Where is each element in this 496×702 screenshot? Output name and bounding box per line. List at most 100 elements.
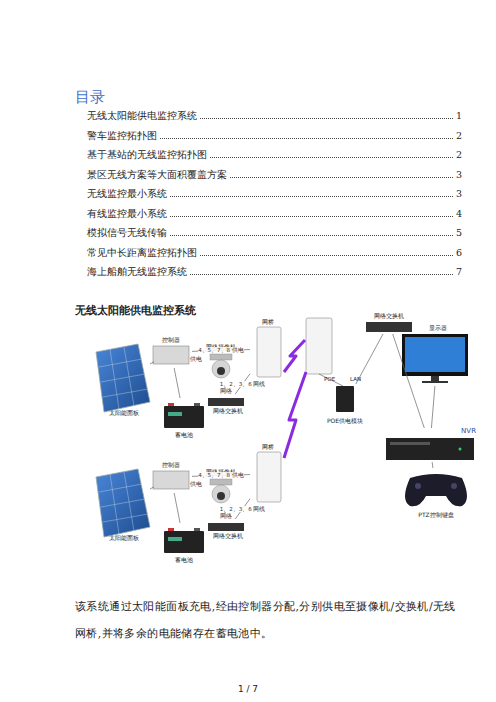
monitor-icon xyxy=(402,334,468,383)
device-label: 控制器 xyxy=(162,336,180,343)
toc-entry: 基于基站的无线监控拓扑图 xyxy=(87,149,207,161)
toc-heading: 目录 xyxy=(75,88,105,107)
toc-row: 有线监控最小系统 4 xyxy=(87,207,462,220)
device-label: 控制器 xyxy=(162,461,180,468)
toc-page-number: 5 xyxy=(456,227,462,239)
nvr-icon xyxy=(386,438,474,460)
toc-entry: 有线监控最小系统 xyxy=(87,208,167,220)
device-label: 网桥 xyxy=(262,443,274,450)
cable-label: 1、2、3、6 网线 xyxy=(220,506,266,512)
toc-entry: 无线监控最小系统 xyxy=(87,188,167,200)
toc-entry: 景区无线方案等大面积覆盖方案 xyxy=(87,169,227,181)
cable-label: 1、2、3、6 网线 xyxy=(220,381,266,387)
switch-icon xyxy=(208,523,244,531)
poe-module-icon xyxy=(336,386,354,412)
device-label: 网络交换机 xyxy=(213,407,243,414)
dot-leader xyxy=(190,274,453,275)
dot-leader xyxy=(170,196,453,197)
charge-controller: 控制器 xyxy=(150,461,192,493)
device-label: 蓄电池 xyxy=(175,431,193,438)
dot-leader xyxy=(200,118,453,119)
wireless-bridge: 网桥 xyxy=(250,318,286,380)
toc-page-number: 3 xyxy=(456,188,462,200)
toc-row: 无线太阳能供电监控系统1 xyxy=(87,109,462,122)
device-label: 网络交换机 xyxy=(374,312,404,319)
dot-leader xyxy=(200,255,453,256)
toc-entry: 警车监控拓扑图 xyxy=(87,130,157,142)
device-label: PTZ控制键盘 xyxy=(418,511,453,518)
network-switch: 网络交换机 xyxy=(206,394,250,414)
page-number: 1 / 7 xyxy=(0,684,496,694)
poe-cable xyxy=(319,374,343,386)
dot-leader xyxy=(210,157,453,158)
switch-icon xyxy=(208,398,244,406)
wireless-link xyxy=(284,372,306,458)
dot-leader xyxy=(160,138,453,139)
battery-icon xyxy=(164,528,204,553)
device-label: 网桥 xyxy=(262,318,274,325)
controller-icon xyxy=(153,471,189,489)
cable-label: 供电 xyxy=(190,356,202,362)
switch-icon xyxy=(366,322,412,332)
cable-connector xyxy=(150,362,154,364)
device-label: 太阳能面板 xyxy=(109,409,139,416)
solar-panel-icon xyxy=(96,344,150,412)
cable-label: 4、5、7、8 供电 xyxy=(198,347,244,353)
charge-controller: 控制器 xyxy=(150,336,192,368)
toc-row: 警车监控拓扑图2 xyxy=(87,129,462,142)
bridge-icon xyxy=(306,318,332,374)
toc-page-number: 3 xyxy=(456,169,462,181)
battery: 蓄电池 xyxy=(160,398,208,438)
toc-row: 常见中长距离监控拓扑图 6 xyxy=(87,246,462,259)
section-heading: 无线太阳能供电监控系统 xyxy=(75,304,196,318)
device-label: 太阳能面板 xyxy=(109,534,139,541)
toc-page-number: 2 xyxy=(456,149,462,161)
cable-label: 网络 xyxy=(220,513,232,519)
toc-row: 无线监控最小系统 3 xyxy=(87,187,462,200)
device-label: POE供电模块 xyxy=(327,417,363,424)
cable-label: 供电 xyxy=(190,481,202,487)
controller-icon xyxy=(153,346,189,364)
device-label: 显示器 xyxy=(429,324,447,331)
nvr-recorder: NVR xyxy=(384,428,476,462)
toc-row: 海上船舶无线监控系统 7 xyxy=(87,265,462,278)
solar-panel-icon xyxy=(96,469,150,537)
monitor: 显示器 xyxy=(400,324,475,386)
solar-panel: 太阳能面板 xyxy=(94,467,154,541)
toc-page-number: 6 xyxy=(456,247,462,259)
cable-connector xyxy=(174,493,180,523)
port-label: LAN xyxy=(350,376,361,382)
battery: 蓄电池 xyxy=(160,523,208,563)
dot-leader xyxy=(170,235,453,236)
bridge-icon xyxy=(257,327,281,377)
ptz-keyboard: PTZ控制键盘 xyxy=(398,468,474,518)
dot-leader xyxy=(170,216,453,217)
dot-leader xyxy=(230,177,453,178)
toc-entry: 海上船舶无线监控系统 xyxy=(87,266,187,278)
toc-page-number: 4 xyxy=(456,208,462,220)
device-label: NVR xyxy=(461,428,476,435)
toc-entry: 无线太阳能供电监控系统 xyxy=(87,110,197,122)
gamepad-icon xyxy=(405,474,467,506)
cable-label: 网络 xyxy=(220,388,232,394)
cable-connector xyxy=(432,462,434,468)
toc-entry: 常见中长距离监控拓扑图 xyxy=(87,247,197,259)
toc-row: 基于基站的无线监控拓扑图 2 xyxy=(87,148,462,161)
network-switch: 网络交换机 xyxy=(206,519,250,539)
toc-entry: 模拟信号无线传输 xyxy=(87,227,167,239)
port-label: POE xyxy=(324,376,335,382)
poe-module: POE供电模块 xyxy=(329,384,361,424)
cable-connector xyxy=(431,386,435,428)
wireless-link xyxy=(284,340,305,372)
body-paragraph: 该系统通过太阳能面板充电,经由控制器分配,分别供电至摄像机/交换机/无线网桥,并… xyxy=(75,593,460,647)
solar-panel: 太阳能面板 xyxy=(94,342,154,416)
toc-page-number: 7 xyxy=(456,266,462,278)
device-label: 蓄电池 xyxy=(175,556,193,563)
wireless-bridge: 网桥 xyxy=(250,443,286,505)
toc-row: 景区无线方案等大面积覆盖方案 3 xyxy=(87,168,462,181)
dome-camera-icon xyxy=(210,479,232,503)
cable-connector xyxy=(150,487,154,489)
